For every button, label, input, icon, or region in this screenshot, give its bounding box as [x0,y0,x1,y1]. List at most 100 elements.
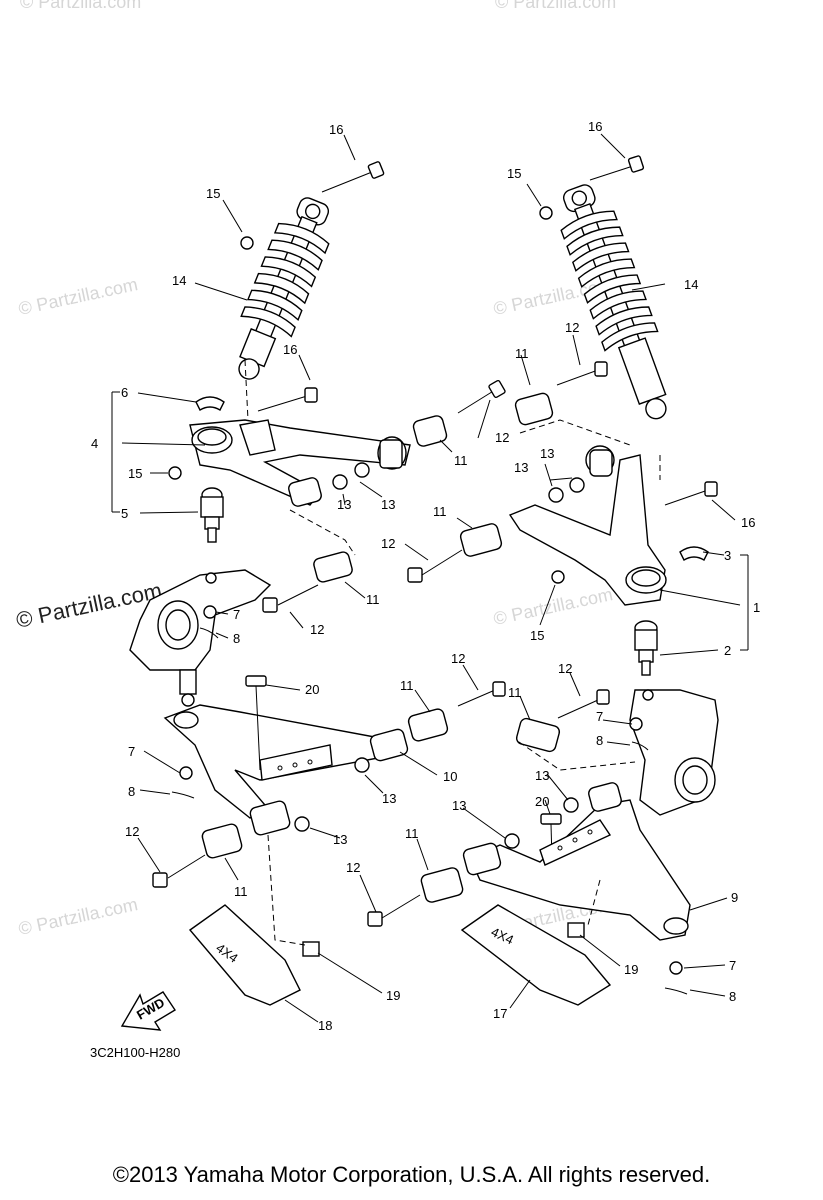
callout-5: 5 [121,506,128,521]
upper-arm-right [508,445,709,606]
callout-9: 9 [731,890,738,905]
callout-6: 6 [121,385,128,400]
bolt-20 [540,813,562,861]
callout-11: 11 [508,685,522,700]
cotter-pin-8 [664,987,688,995]
bolt-12 [367,894,421,927]
callout-12: 12 [451,651,465,666]
bolt-16-right-top [589,155,645,181]
bolt-12 [152,854,206,888]
callout-13: 13 [452,798,466,813]
nut-15 [551,570,565,584]
nut-15 [240,236,254,250]
callout-13: 13 [381,497,395,512]
callout-1: 1 [753,600,760,615]
callout-13: 13 [333,832,347,847]
callout-4: 4 [91,436,98,451]
bolt-16-left-top [321,161,385,193]
nut-13 [354,757,370,773]
collar [249,800,291,836]
assembly-dash-lines [244,359,661,946]
arm-guard-17: 4X4 [460,904,612,1006]
callout-14: 14 [172,273,186,288]
nut-13 [294,816,310,832]
callout-12: 12 [346,860,360,875]
bushing-11 [420,867,464,903]
callout-15: 15 [507,166,521,181]
nut-7 [669,961,683,975]
callout-12: 12 [381,536,395,551]
callout-12: 12 [565,320,579,335]
cotter-pin-8 [171,791,195,799]
group-bracket-right [740,554,749,651]
nut-15 [539,206,553,220]
callout-20: 20 [535,794,549,809]
callout-13: 13 [514,460,528,475]
collar [462,842,502,876]
callout-16: 16 [588,119,602,134]
bolt-12 [556,361,608,386]
callout-12: 12 [125,824,139,839]
steering-knuckle-left [129,569,272,707]
bushing-11 [377,415,448,470]
callout-11: 11 [454,453,468,468]
nut-13 [332,474,348,490]
bolt-12 [457,379,506,414]
copyright-notice: ©2013 Yamaha Motor Corporation, U.S.A. A… [112,1162,711,1187]
callout-7: 7 [128,744,135,759]
nut-13 [563,797,579,813]
bolt-12 [262,584,319,613]
callout-8: 8 [233,631,240,646]
collar [369,728,409,762]
callout-17: 17 [493,1006,507,1021]
callout-2: 2 [724,643,731,658]
leader-lines [121,133,741,1023]
nut-15 [168,466,182,480]
nut-13 [354,462,370,478]
callout-15: 15 [206,186,220,201]
callout-11: 11 [433,504,447,519]
drawing-code: 3C2H100-H280 [90,1045,180,1060]
callout-11: 11 [400,678,414,693]
callout-11: 11 [515,346,529,361]
bushing-11-lower-left [313,551,353,583]
nut-13 [504,833,520,849]
collar [588,782,622,812]
bushing-11 [515,717,561,753]
callout-14: 14 [684,277,698,292]
callout-7: 7 [596,709,603,724]
callout-16: 16 [741,515,755,530]
callout-16: 16 [283,342,297,357]
callout-20: 20 [305,682,319,697]
callout-8: 8 [729,989,736,1004]
fwd-arrow-icon: FWD [120,991,176,1031]
callout-13: 13 [382,791,396,806]
clip-19 [302,941,320,957]
nut-7 [203,605,217,619]
bushing-11 [514,392,554,426]
cotter-pin-8 [631,741,649,751]
callout-15: 15 [128,466,142,481]
shock-absorber-left [238,197,330,380]
bolt-20 [245,675,267,771]
collar [288,477,322,507]
arm-guard-18: 4X4 [188,904,301,1006]
callout-11: 11 [366,592,380,607]
bolt-16 [257,387,318,412]
bushing-11 [459,523,503,557]
callout-19: 19 [386,988,400,1003]
nut-13 [569,477,585,493]
lower-arm-right [469,799,691,941]
callout-8: 8 [596,733,603,748]
callout-7: 7 [729,958,736,973]
watermark-text: © Partzilla.com [17,274,140,319]
lower-arm-left [163,704,381,819]
callout-13: 13 [535,768,549,783]
callout-3: 3 [724,548,731,563]
shock-absorber-right [560,184,667,420]
callout-11: 11 [405,826,419,841]
bolt-12 [457,681,506,707]
callout-7: 7 [233,607,240,622]
bushing-11 [407,708,449,742]
